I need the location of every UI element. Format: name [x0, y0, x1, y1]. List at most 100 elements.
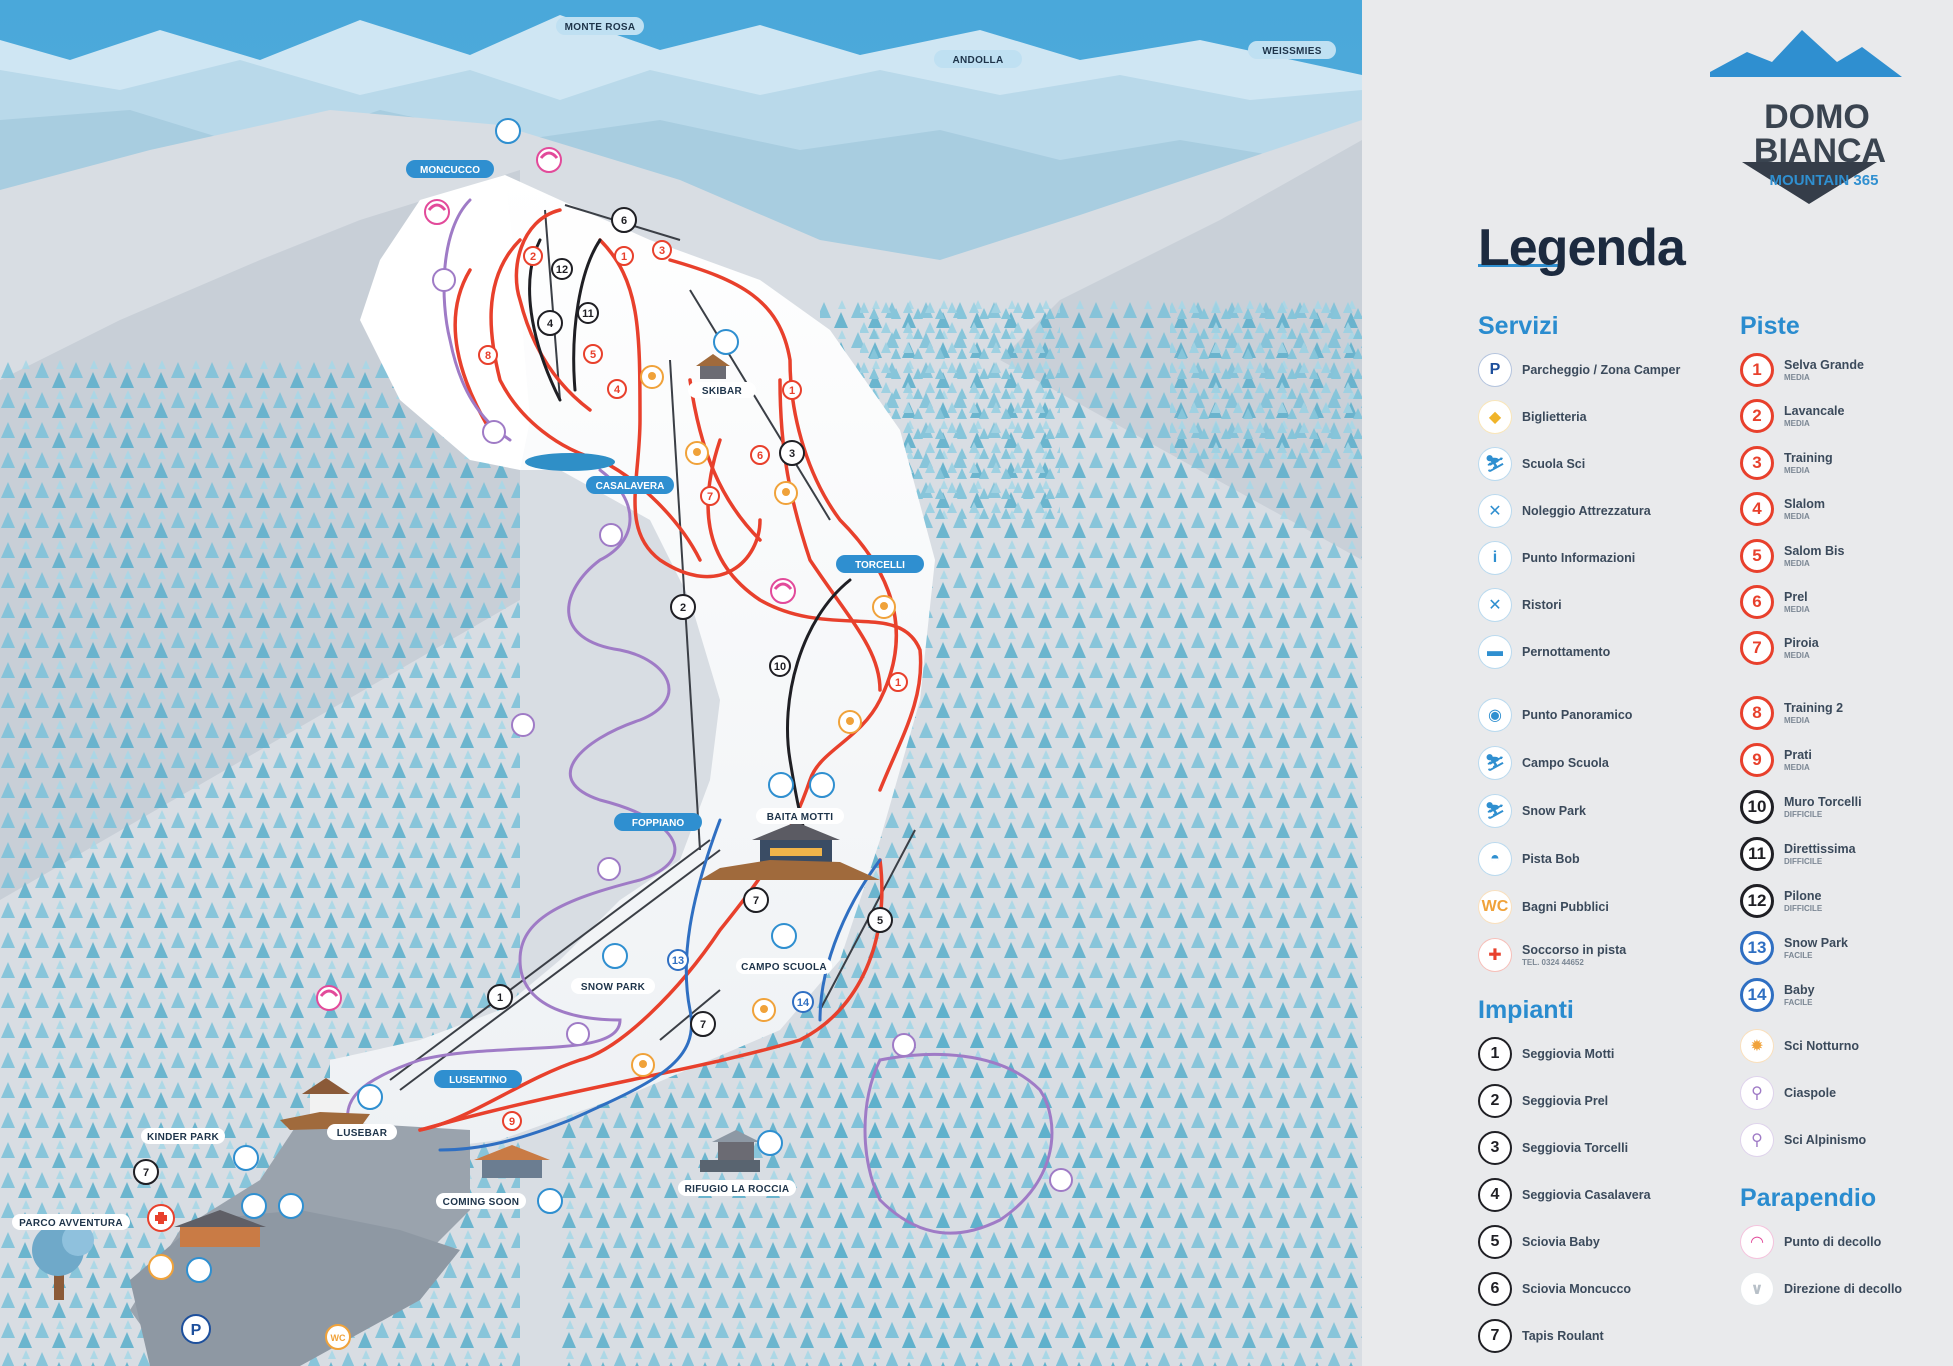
paraglider-icon	[424, 199, 450, 225]
legend-item-label: Pernottamento	[1522, 645, 1611, 659]
legend-item-sub: MEDIA	[1784, 419, 1810, 428]
ski-touring-icon	[511, 713, 535, 737]
legend-item-label: Sci Alpinismo	[1784, 1133, 1867, 1147]
piste-marker-2[interactable]: 2	[523, 246, 543, 266]
place-label-casalavera: CASALAVERA	[596, 481, 665, 492]
night-ski-icon	[872, 595, 896, 619]
piste-marker-1b[interactable]: 1	[782, 380, 802, 400]
piste-badge: 4	[1740, 492, 1774, 526]
piste-marker-8[interactable]: 8	[478, 345, 498, 365]
legend-item-label: Punto Panoramico	[1522, 708, 1633, 722]
peak-label-weissmies: WEISSMIES	[1262, 46, 1321, 57]
piste-marker-12[interactable]: 12	[551, 258, 573, 280]
bob-icon: ◓	[1478, 842, 1512, 876]
piste-marker-10[interactable]: 10	[769, 655, 791, 677]
legend-item-label: Biglietteria	[1522, 410, 1587, 424]
lift-marker-7a[interactable]: 7	[743, 887, 769, 913]
place-label-baita-motti: BAITA MOTTI	[767, 812, 834, 823]
legend-item-label: Muro Torcelli	[1784, 795, 1862, 809]
ski-map[interactable]: MONTE ROSA ANDOLLA WEISSMIES MONCUCCO CA…	[0, 0, 1362, 1366]
legend-item-sub: TEL. 0324 44652	[1522, 958, 1584, 967]
legend-item-label: Seggiovia Torcelli	[1522, 1141, 1629, 1155]
night-ski-icon: ✹	[1740, 1029, 1774, 1063]
lift-marker-2[interactable]: 2	[670, 594, 696, 620]
piste-heading: Piste	[1740, 312, 1800, 340]
piste-marker-9[interactable]: 9	[502, 1111, 522, 1131]
place-label-skibar: SKIBAR	[702, 386, 743, 397]
piste-marker-6[interactable]: 6	[750, 445, 770, 465]
legend-item-label: Baby	[1784, 983, 1815, 997]
legend-item-sub: MEDIA	[1784, 605, 1810, 614]
piste-marker-3[interactable]: 3	[652, 240, 672, 260]
svg-text:DOMO: DOMO	[1764, 98, 1870, 136]
place-label-foppiano: FOPPIANO	[632, 818, 684, 829]
lift-icon: 6	[1478, 1272, 1512, 1306]
piste-extra-item: ✹Sci Notturno	[1740, 1026, 1859, 1066]
info-icon: i	[1478, 541, 1512, 575]
piste-marker-14[interactable]: 14	[792, 991, 814, 1013]
legend-title: Legenda	[1478, 219, 1686, 277]
legend-item-label: Campo Scuola	[1522, 756, 1609, 770]
legend-item-sub: DIFFICILE	[1784, 857, 1823, 866]
piste-badge: 14	[1740, 978, 1774, 1012]
piste-marker-7[interactable]: 7	[700, 486, 720, 506]
legend-item-sub: DIFFICILE	[1784, 904, 1823, 913]
svg-text:10: 10	[774, 661, 786, 673]
lift-marker-1[interactable]: 1	[487, 984, 513, 1010]
piste-marker-4[interactable]: 4	[607, 379, 627, 399]
legend-item-label: Punto di decollo	[1784, 1235, 1882, 1249]
svg-text:1: 1	[789, 385, 795, 397]
night-ski-icon	[774, 481, 798, 505]
wc-icon	[325, 1324, 351, 1350]
piste-badge: 6	[1740, 585, 1774, 619]
piste-badge: 5	[1740, 539, 1774, 573]
svg-text:1: 1	[497, 992, 503, 1004]
piste-marker-1[interactable]: 1	[614, 246, 634, 266]
legend-item-label: Selva Grande	[1784, 358, 1864, 372]
legend-item-label: Bagni Pubblici	[1522, 900, 1609, 914]
piste-marker-1c[interactable]: 1	[888, 672, 908, 692]
svg-text:4: 4	[614, 384, 621, 396]
lift-marker-7c[interactable]: 7	[133, 1159, 159, 1185]
legend-item-label: Snow Park	[1522, 804, 1586, 818]
snowshoe-icon	[432, 268, 456, 292]
legend-item-label: Slalom	[1784, 497, 1825, 511]
svg-text:3: 3	[659, 245, 665, 257]
night-ski-icon	[640, 365, 664, 389]
piste-marker-11[interactable]: 11	[577, 302, 599, 324]
servizi-item: ✕Ristori	[1478, 585, 1562, 625]
lift-marker-3[interactable]: 3	[779, 440, 805, 466]
parapendio-item: ◠Punto di decollo	[1740, 1222, 1881, 1262]
legend-item-label: Sciovia Baby	[1522, 1235, 1600, 1249]
parking-icon: P	[1478, 353, 1512, 387]
bed-icon	[809, 772, 835, 798]
svg-text:3: 3	[789, 448, 795, 460]
legend-item-label: Direzione di decollo	[1784, 1282, 1903, 1296]
lift-marker-6[interactable]: 6	[611, 207, 637, 233]
lift-marker-5[interactable]: 5	[867, 907, 893, 933]
legend-item-label: Seggiovia Prel	[1522, 1094, 1609, 1108]
piste-marker-5[interactable]: 5	[583, 344, 603, 364]
lift-marker-7b[interactable]: 7	[690, 1011, 716, 1037]
lift-marker-4[interactable]: 4	[537, 310, 563, 336]
piste-badge: 9	[1740, 743, 1774, 777]
svg-text:6: 6	[621, 215, 627, 227]
rental-icon	[186, 1257, 212, 1283]
restaurant-icon: ✕	[1478, 588, 1512, 622]
ski-touring-icon	[1049, 1168, 1073, 1192]
svg-text:4: 4	[547, 318, 554, 330]
piste-marker-13[interactable]: 13	[667, 949, 689, 971]
snowpark-icon	[602, 943, 628, 969]
svg-text:8: 8	[485, 350, 491, 362]
